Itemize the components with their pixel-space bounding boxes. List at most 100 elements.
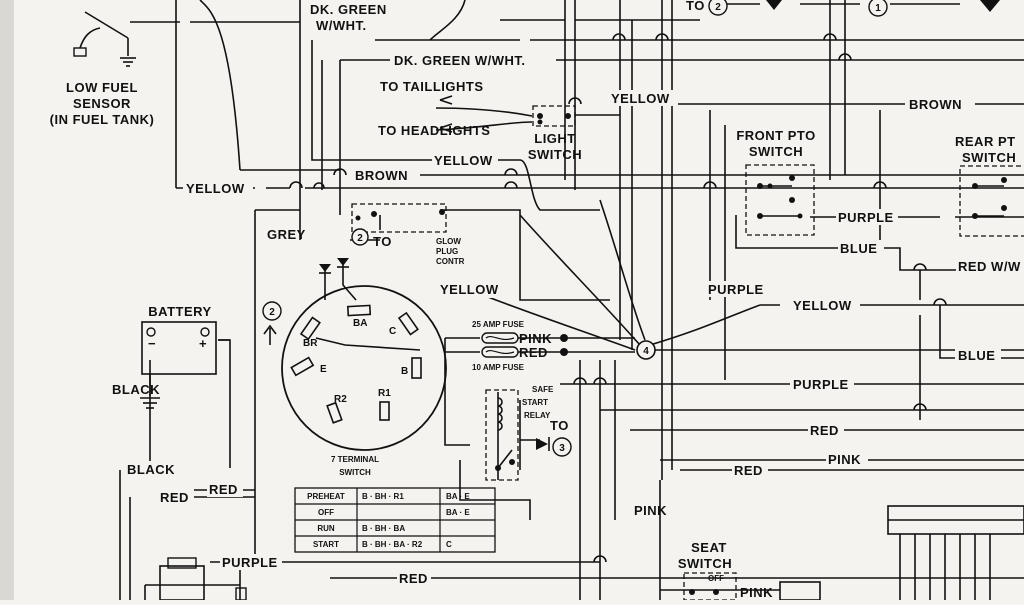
fuse-25-label: 25 AMP FUSE	[472, 320, 525, 329]
switch-table: PREHEAT B · BH · R1 BA · E OFF BA · E RU…	[294, 487, 496, 553]
relay-label-3: RELAY	[524, 411, 551, 420]
svg-text:BA · E: BA · E	[446, 492, 470, 501]
low-fuel-label-3: (IN FUEL TANK)	[50, 112, 155, 127]
page-edge	[0, 0, 14, 600]
connector-block	[887, 505, 1024, 600]
label-purple-right: PURPLE	[793, 377, 849, 392]
terminal-c: C	[389, 326, 396, 337]
label-pink-lower: PINK	[828, 452, 861, 467]
diode-icon	[766, 0, 1000, 12]
light-switch-label-2: SWITCH	[528, 147, 582, 162]
label-red-left: RED	[209, 482, 238, 497]
terminal-ba: BA	[353, 318, 367, 329]
low-fuel-label-2: SENSOR	[73, 96, 131, 111]
label-pink-seat: PINK	[740, 585, 773, 600]
label-to-top: TO	[686, 0, 705, 13]
light-switch-label-1: LIGHT	[534, 131, 576, 146]
wires	[119, 0, 1024, 600]
glow-plug-control: GLOW PLUG CONTR	[319, 203, 465, 274]
glow-plug-label-3: CONTR	[436, 257, 465, 266]
svg-text:PREHEAT: PREHEAT	[307, 492, 345, 501]
label-red-left2: RED	[160, 490, 189, 505]
label-blue-pto: BLUE	[840, 241, 877, 256]
label-black-batt: BLACK	[112, 382, 160, 397]
label-yellow-mid: YELLOW	[434, 153, 493, 168]
relay-label-2: START	[522, 398, 548, 407]
fuse-block: 25 AMP FUSE 10 AMP FUSE	[472, 320, 568, 372]
battery-ground-icon	[140, 374, 160, 409]
battery: BATTERY − +	[140, 304, 217, 409]
svg-text:B · BH · BA: B · BH · BA	[362, 524, 405, 533]
label-to-relay: TO	[550, 418, 569, 433]
label-purple-mid: PURPLE	[708, 282, 764, 297]
rear-pto-switch: REAR PT SWITCH	[955, 134, 1024, 237]
svg-text:BA · E: BA · E	[446, 508, 470, 517]
label-purple-pto: PURPLE	[838, 210, 894, 225]
seat-switch-label-2: SWITCH	[678, 556, 732, 571]
label-red-fuse: RED	[519, 345, 548, 360]
svg-text:+: +	[199, 336, 207, 351]
seat-switch-off: OFF	[708, 574, 724, 583]
label-yellow-top: YELLOW	[611, 91, 670, 106]
label-yellow-left: YELLOW	[186, 181, 245, 196]
low-fuel-sensor: LOW FUEL SENSOR (IN FUEL TANK)	[50, 11, 155, 127]
callout-3: 3	[559, 443, 565, 454]
switch-label-2: SWITCH	[339, 468, 371, 477]
callouts: 2 1 2 2 3	[262, 0, 888, 457]
label-dk-green-top-2: W/WHT.	[316, 18, 367, 33]
label-red-right: RED	[810, 423, 839, 438]
label-black-left: BLACK	[127, 462, 175, 477]
seat-switch-label-1: SEAT	[691, 540, 727, 555]
svg-text:B · BH · BA · R2: B · BH · BA · R2	[362, 540, 423, 549]
terminal-r1: R1	[378, 388, 391, 399]
label-purple-bottom: PURPLE	[222, 555, 278, 570]
callout-2-left: 2	[269, 307, 275, 318]
relay-label-1: SAFE	[532, 385, 554, 394]
terminal-b: B	[401, 366, 408, 377]
label-red-mid: RED	[734, 463, 763, 478]
label-brown-right: BROWN	[909, 97, 962, 112]
label-yellow-glow: YELLOW	[440, 282, 499, 297]
svg-text:−: −	[148, 336, 156, 351]
glow-plug-label-1: GLOW	[436, 237, 461, 246]
table-row: START B · BH · BA · R2 C	[313, 540, 452, 549]
label-pink-bottom: PINK	[634, 503, 667, 518]
label-red-bottom: RED	[399, 571, 428, 586]
label-dk-green-top-1: DK. GREEN	[310, 2, 387, 17]
glow-plug-label-2: PLUG	[436, 247, 458, 256]
svg-text:START: START	[313, 540, 339, 549]
terminal-br: BR	[303, 338, 318, 349]
callout-2-glow: 2	[357, 233, 363, 244]
label-dk-green-wht: DK. GREEN W/WHT.	[394, 53, 526, 68]
safe-start-relay: SAFE START RELAY	[485, 385, 554, 481]
fuse-10-label: 10 AMP FUSE	[472, 363, 525, 372]
light-switch: LIGHT SWITCH	[439, 95, 582, 162]
seven-terminal-switch: BA BR C E B R2 R1 7 TERMINAL SWITCH	[281, 285, 447, 477]
svg-text:RUN: RUN	[317, 524, 335, 533]
terminal-r2: R2	[334, 394, 347, 405]
label-to: TO	[373, 234, 392, 249]
label-brown-mid: BROWN	[355, 168, 408, 183]
rear-pto-label-1: REAR PT	[955, 134, 1016, 149]
svg-text:4: 4	[643, 346, 649, 357]
seat-switch: SEAT SWITCH OFF	[678, 540, 821, 601]
label-yellow-right: YELLOW	[793, 298, 852, 313]
rear-pto-label-2: SWITCH	[962, 150, 1016, 165]
wire-labels: DK. GREEN W/WHT. DK. GREEN W/WHT. TO TAI…	[112, 0, 1024, 600]
label-blue-right: BLUE	[958, 348, 995, 363]
front-pto-label-2: SWITCH	[749, 144, 803, 159]
svg-text:B · BH · R1: B · BH · R1	[362, 492, 404, 501]
label-pink-fuse: PINK	[519, 331, 552, 346]
battery-label: BATTERY	[148, 304, 211, 319]
table-row: PREHEAT B · BH · R1 BA · E	[307, 492, 470, 501]
ground-icon	[120, 57, 136, 67]
svg-text:OFF: OFF	[318, 508, 334, 517]
label-to-headlights: TO HEADLIGHTS	[378, 123, 490, 138]
label-to-taillights: TO TAILLIGHTS	[380, 79, 484, 94]
label-grey: GREY	[267, 227, 306, 242]
table-row: RUN B · BH · BA	[317, 524, 405, 533]
diode-icon	[536, 437, 550, 451]
diode-icon	[319, 258, 349, 274]
front-pto-label-1: FRONT PTO	[736, 128, 815, 143]
